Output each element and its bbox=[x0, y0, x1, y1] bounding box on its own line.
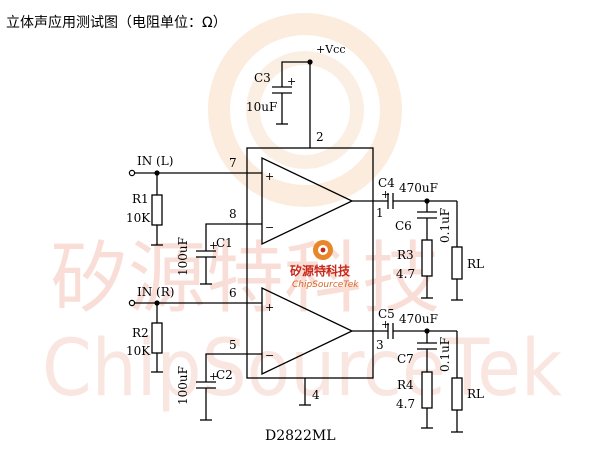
left-input-section: IN (L) 7 R1 10K bbox=[126, 154, 262, 246]
watermark-latin: ChipSourceTek bbox=[42, 324, 562, 414]
pin-6-label: 6 bbox=[229, 286, 237, 300]
brand-logo-english: ChipSourceTek bbox=[292, 280, 359, 290]
r2-name: R2 bbox=[132, 326, 149, 340]
power-section: +Vcc + C3 10uF 2 bbox=[246, 43, 345, 148]
pin-4-ground: 4 bbox=[299, 378, 320, 406]
watermark-ring-logo bbox=[208, 13, 402, 207]
c2-name: C2 bbox=[216, 368, 233, 382]
pin-7-label: 7 bbox=[229, 156, 237, 170]
c7-name: C7 bbox=[397, 352, 414, 366]
r3-value: 4.7 bbox=[396, 267, 415, 281]
c6-value: 0.1uF bbox=[438, 208, 452, 243]
c2-section: 5 + C2 100uF bbox=[176, 338, 262, 421]
c3-name: C3 bbox=[254, 71, 271, 85]
ic-package bbox=[246, 147, 374, 379]
c5-value: 470uF bbox=[399, 312, 438, 326]
page-title: 立体声应用测试图（电阻单位：Ω） bbox=[6, 14, 227, 31]
brand-logo-chinese: 矽源特科技 bbox=[290, 263, 351, 278]
rl-bottom-resistor bbox=[451, 377, 463, 411]
c1-section: 8 + C1 100uF bbox=[176, 207, 262, 285]
r4-value: 4.7 bbox=[396, 397, 415, 411]
pin-8-label: 8 bbox=[229, 207, 237, 221]
r2-resistor bbox=[151, 322, 163, 354]
input-left-terminal bbox=[128, 169, 136, 177]
opamp-upper: + − bbox=[261, 156, 354, 246]
c2-plus: + bbox=[209, 370, 218, 383]
c3-plus: + bbox=[287, 75, 296, 88]
input-right-terminal bbox=[128, 299, 136, 307]
brand-logo: 矽源特科技 ChipSourceTek bbox=[290, 240, 359, 290]
opamp-lower-plus: + bbox=[265, 301, 274, 314]
input-right-label: IN (R) bbox=[137, 285, 174, 299]
pin-5-label: 5 bbox=[229, 338, 237, 352]
c1-plus: + bbox=[209, 239, 218, 252]
rl-top-resistor bbox=[451, 246, 463, 280]
c2-value: 100uF bbox=[176, 366, 190, 405]
c4-name: C4 bbox=[378, 176, 395, 190]
input-left-label: IN (L) bbox=[137, 154, 173, 168]
c6-name: C6 bbox=[395, 219, 412, 233]
upper-output-section: 1 C4 + 470uF C6 0.1uF R3 4.7 RL bbox=[352, 176, 484, 301]
r3-resistor bbox=[421, 239, 433, 277]
c5-name: C5 bbox=[378, 307, 395, 321]
opamp-lower-minus: − bbox=[265, 349, 274, 362]
opamp-lower: + − bbox=[261, 286, 354, 376]
right-input-section: IN (R) 6 R2 10K bbox=[126, 285, 262, 373]
opamp-upper-plus: + bbox=[265, 170, 274, 183]
r2-value: 10K bbox=[126, 344, 151, 358]
c4-value: 470uF bbox=[399, 181, 438, 195]
pin-1-label: 1 bbox=[376, 206, 384, 220]
opamp-upper-minus: − bbox=[265, 221, 274, 234]
pin-2-label: 2 bbox=[316, 130, 324, 144]
chip-label: D2822ML bbox=[265, 428, 336, 444]
rl-bottom-label: RL bbox=[467, 387, 484, 401]
r4-name: R4 bbox=[397, 378, 414, 392]
r1-resistor bbox=[151, 194, 163, 226]
r4-resistor bbox=[421, 371, 433, 409]
r3-name: R3 bbox=[397, 248, 414, 262]
pin-3-label: 3 bbox=[376, 338, 384, 352]
watermark: 矽源特科技 ChipSourceTek bbox=[42, 13, 562, 414]
c3-value: 10uF bbox=[246, 100, 277, 114]
c1-value: 100uF bbox=[176, 237, 190, 276]
vcc-label: +Vcc bbox=[316, 43, 345, 56]
c5-plus: + bbox=[381, 318, 390, 331]
rl-top-label: RL bbox=[467, 257, 484, 271]
r1-name: R1 bbox=[132, 192, 149, 206]
pin-4-label: 4 bbox=[312, 388, 320, 402]
watermark-chinese: 矽源特科技 bbox=[50, 234, 440, 324]
c1-name: C1 bbox=[216, 236, 233, 250]
c4-plus: + bbox=[381, 188, 390, 201]
r1-value: 10K bbox=[126, 211, 151, 225]
c7-value: 0.1uF bbox=[438, 337, 452, 372]
lower-output-section: 3 C5 + 470uF C7 0.1uF R4 4.7 RL bbox=[352, 307, 484, 433]
